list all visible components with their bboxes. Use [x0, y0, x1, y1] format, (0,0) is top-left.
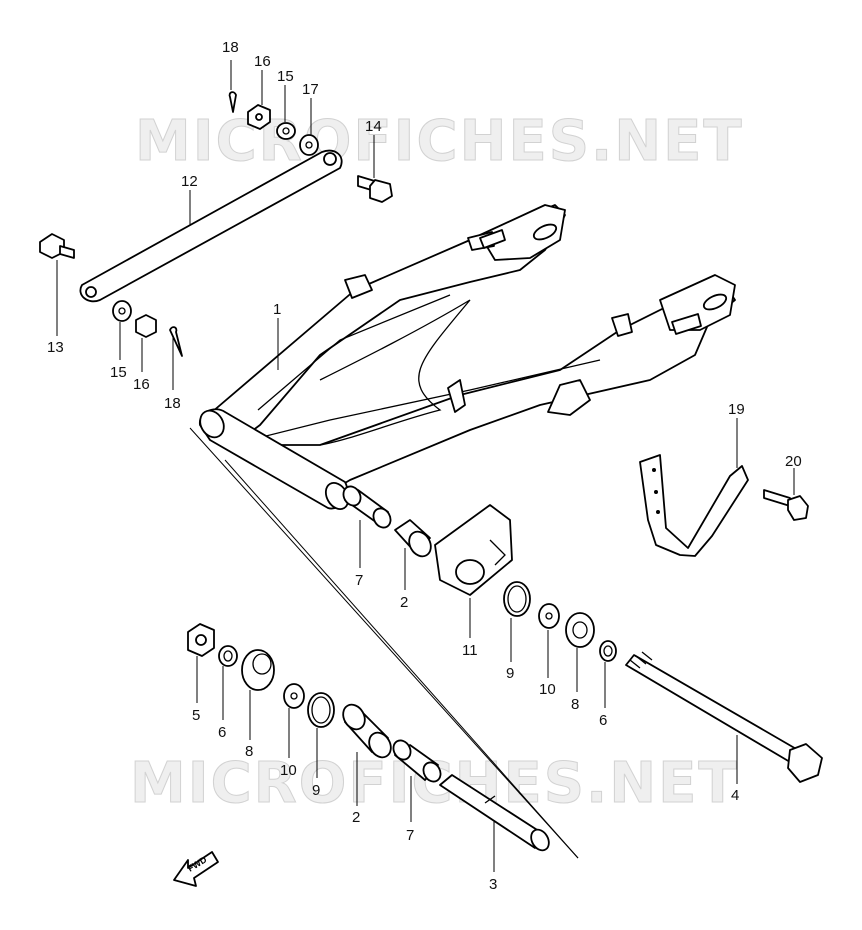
fwd-arrow: FWD — [173, 851, 219, 887]
swingarm — [199, 204, 736, 511]
bolt-14 — [357, 175, 393, 203]
watermark-bottom: MICROFICHES.NET — [130, 751, 739, 816]
cap-8b — [241, 649, 275, 691]
callout-9a: 9 — [506, 665, 514, 682]
cotter-pin-18a — [228, 91, 237, 113]
bushing-7a — [342, 485, 392, 529]
callout-7b: 7 — [406, 827, 414, 844]
adjuster-11 — [434, 504, 513, 596]
seal-9a — [503, 581, 531, 617]
callout-20: 20 — [785, 453, 802, 470]
torque-link-12 — [79, 149, 343, 303]
cotter-pin-18b — [169, 326, 183, 357]
washer-10b — [283, 683, 305, 709]
spacer-3 — [439, 774, 550, 852]
callout-10a: 10 — [539, 681, 556, 698]
bushing-7b — [392, 739, 442, 783]
washer-15b — [112, 300, 132, 322]
leader-lines — [56, 60, 795, 872]
callout-4: 4 — [731, 787, 739, 804]
bolt-20 — [763, 489, 809, 521]
callout-18a: 18 — [222, 39, 239, 56]
lower-left-hardware — [112, 300, 183, 357]
callout-15b: 15 — [110, 364, 127, 381]
callout-2b: 2 — [352, 809, 360, 826]
callout-13: 13 — [47, 339, 64, 356]
callout-17: 17 — [302, 81, 319, 98]
assembly-guide-lines — [189, 427, 579, 859]
callout-5: 5 — [192, 707, 200, 724]
seal-9b — [307, 692, 335, 728]
nut-16b — [135, 314, 157, 338]
washer-17 — [299, 134, 319, 156]
callout-1: 1 — [273, 301, 281, 318]
callout-6b: 6 — [218, 724, 226, 741]
collar-2b — [342, 703, 392, 759]
callout-14: 14 — [365, 118, 382, 135]
nut-5 — [187, 623, 215, 657]
callout-labels: 18 16 15 17 14 12 13 15 16 18 1 19 20 7 … — [47, 39, 802, 893]
callout-18b: 18 — [164, 395, 181, 412]
washer-15a — [276, 122, 296, 140]
callout-12: 12 — [181, 173, 198, 190]
bracket-19 — [639, 454, 749, 557]
callout-11: 11 — [462, 642, 478, 659]
bolt-13 — [39, 233, 75, 259]
upper-hardware — [228, 91, 319, 156]
callout-19: 19 — [728, 401, 745, 418]
callout-2a: 2 — [400, 594, 408, 611]
washer-6a — [599, 640, 617, 662]
callout-16b: 16 — [133, 376, 150, 393]
callout-9b: 9 — [312, 782, 320, 799]
callout-10b: 10 — [280, 762, 297, 779]
washer-10a — [538, 603, 560, 629]
cap-8a — [565, 612, 595, 648]
callout-6a: 6 — [599, 712, 607, 729]
callout-8b: 8 — [245, 743, 253, 760]
watermark-top: MICROFICHES.NET — [135, 109, 744, 174]
callout-16a: 16 — [254, 53, 271, 70]
collar-2a — [394, 519, 432, 558]
callout-7a: 7 — [355, 572, 363, 589]
washer-6b — [218, 645, 238, 667]
callout-8a: 8 — [571, 696, 579, 713]
callout-3: 3 — [489, 876, 497, 893]
pivot-bolt-4 — [625, 651, 823, 783]
callout-15a: 15 — [277, 68, 294, 85]
